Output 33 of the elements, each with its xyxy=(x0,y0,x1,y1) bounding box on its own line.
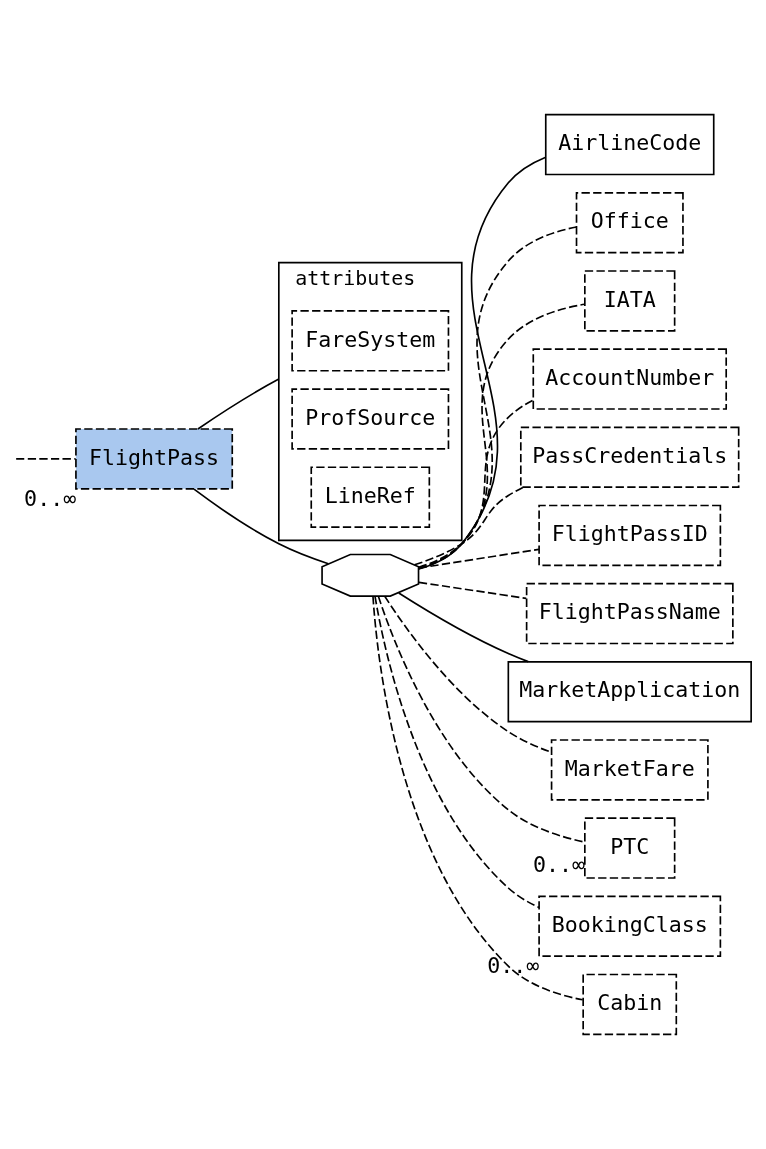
connector xyxy=(397,592,529,663)
node-box: AirlineCode xyxy=(544,113,715,176)
node-box: MarketFare xyxy=(550,739,709,801)
node-box: FlightPass xyxy=(75,428,234,490)
connector xyxy=(15,458,77,460)
node-box: FlightPassID xyxy=(538,504,722,567)
connector xyxy=(372,595,584,1001)
node-box: FlightPassName xyxy=(525,582,734,645)
node-octagon xyxy=(321,553,420,597)
connector xyxy=(418,581,528,600)
node-box: Office xyxy=(575,192,684,254)
node-box: FareSystem xyxy=(291,310,450,372)
node-label: 0..∞ xyxy=(533,852,586,878)
node-box: AccountNumber xyxy=(532,348,728,410)
node-label: 0..∞ xyxy=(24,486,77,512)
node-box: PassCredentials xyxy=(519,426,740,488)
node-box: IATA xyxy=(584,270,676,332)
connector xyxy=(193,488,330,565)
connector xyxy=(413,486,524,566)
node-box: BookingClass xyxy=(538,895,722,957)
node-box: ProfSource xyxy=(291,388,450,450)
connector xyxy=(418,156,546,570)
connector xyxy=(417,303,586,570)
connector xyxy=(417,226,578,570)
connector xyxy=(383,595,552,754)
connector xyxy=(417,399,534,569)
connector xyxy=(374,595,540,909)
node-box: MarketApplication xyxy=(507,660,752,723)
node-box: Cabin xyxy=(582,973,678,1036)
connector xyxy=(197,378,280,430)
node-box: LineRef xyxy=(310,466,431,528)
node-box: PTC xyxy=(584,817,676,879)
node-label: 0..∞ xyxy=(487,953,540,979)
